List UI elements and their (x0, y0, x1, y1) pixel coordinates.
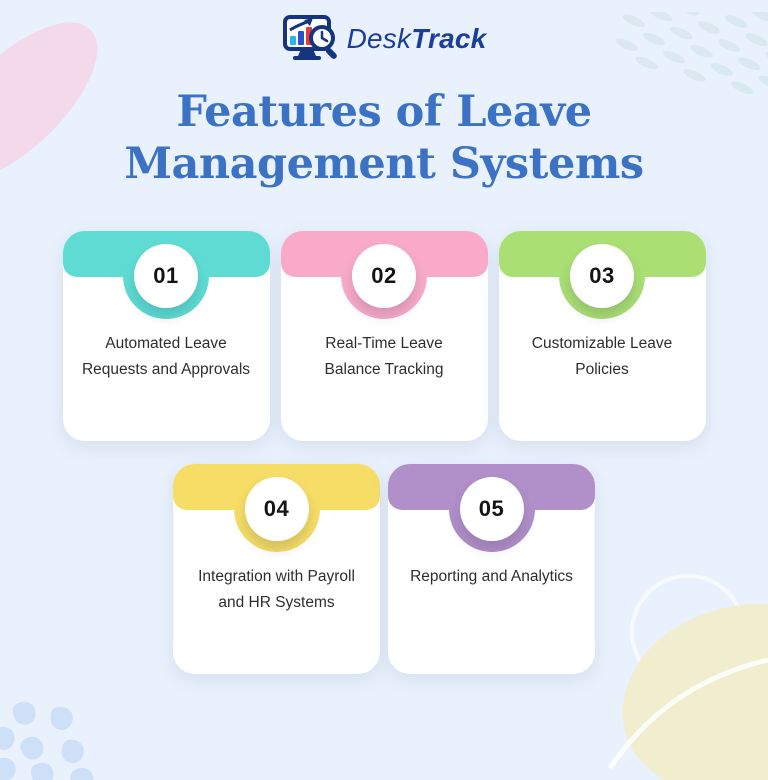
page-title: Features of Leave Management Systems (0, 86, 768, 191)
card-label: Automated Leave Requests and Approvals (81, 334, 251, 379)
brand-wordmark: DeskTrack (347, 23, 487, 55)
feature-card-row-1: 01 Automated Leave Requests and Approval… (0, 230, 768, 441)
card-number: 03 (589, 262, 615, 288)
desktrack-logo-icon (282, 15, 337, 60)
card-number: 02 (371, 262, 397, 288)
card-number: 05 (478, 495, 505, 521)
card-number: 04 (263, 495, 290, 521)
brand-name-regular: Desk (346, 23, 412, 54)
brand-name-bold: Track (411, 23, 487, 54)
blue-dot-pattern (0, 701, 96, 780)
card-label: Real-Time Leave Balance Tracking (324, 334, 444, 379)
feature-card-02: 02 Real-Time Leave Balance Tracking (280, 230, 488, 441)
card-number-badge: 04 (244, 476, 309, 541)
page-title-line1: Features of Leave (176, 87, 592, 137)
feature-card-01: 01 Automated Leave Requests and Approval… (62, 230, 270, 441)
feature-card-05: 05 Reporting and Analytics (388, 463, 595, 674)
feature-card-04: 04 Integration with Payroll and HR Syste… (173, 463, 380, 674)
card-label: Integration with Payroll and HR Systems (198, 567, 355, 612)
feature-card-row-2: 04 Integration with Payroll and HR Syste… (0, 463, 768, 674)
brand-logo: DeskTrack (0, 12, 768, 66)
white-swoosh-curve (607, 657, 768, 770)
feature-card-03: 03 Customizable Leave Policies (498, 230, 706, 441)
card-label: Reporting and Analytics (410, 567, 573, 585)
page-title-line2: Management Systems (124, 139, 644, 190)
card-number-badge: 02 (352, 243, 416, 308)
card-number-badge: 03 (570, 243, 634, 308)
card-number: 01 (153, 262, 179, 288)
card-number-badge: 05 (459, 476, 524, 541)
card-number-badge: 01 (134, 243, 198, 308)
card-label: Customizable Leave Policies (531, 334, 673, 379)
